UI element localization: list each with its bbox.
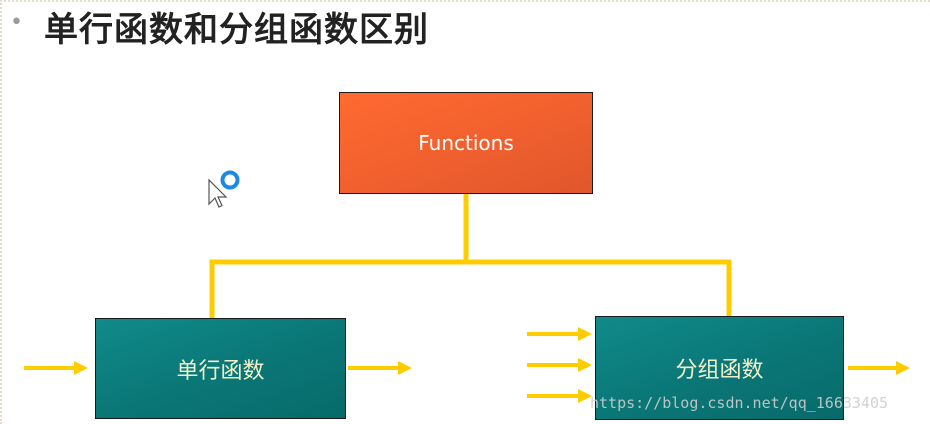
group-input-arrow-1 [527, 327, 592, 341]
group-output-arrow [848, 361, 910, 375]
watermark-url: https://blog.csdn.net/qq_16633405 [590, 394, 889, 412]
functions-box: Functions [339, 92, 593, 194]
busy-cursor-icon [208, 168, 244, 212]
bullet-icon: • [10, 10, 23, 35]
single-output-arrow [348, 361, 412, 375]
group-input-arrow-2 [527, 358, 592, 372]
group-input-arrow-3 [527, 389, 592, 403]
slide-title: 单行函数和分组函数区别 [44, 10, 429, 50]
functions-label: Functions [418, 131, 514, 155]
single-row-function-label: 单行函数 [176, 358, 265, 384]
group-function-label: 分组函数 [675, 358, 764, 383]
group-function-box: 分组函数 [595, 316, 844, 420]
single-row-function-box: 单行函数 [95, 318, 346, 419]
single-input-arrow [24, 361, 88, 375]
